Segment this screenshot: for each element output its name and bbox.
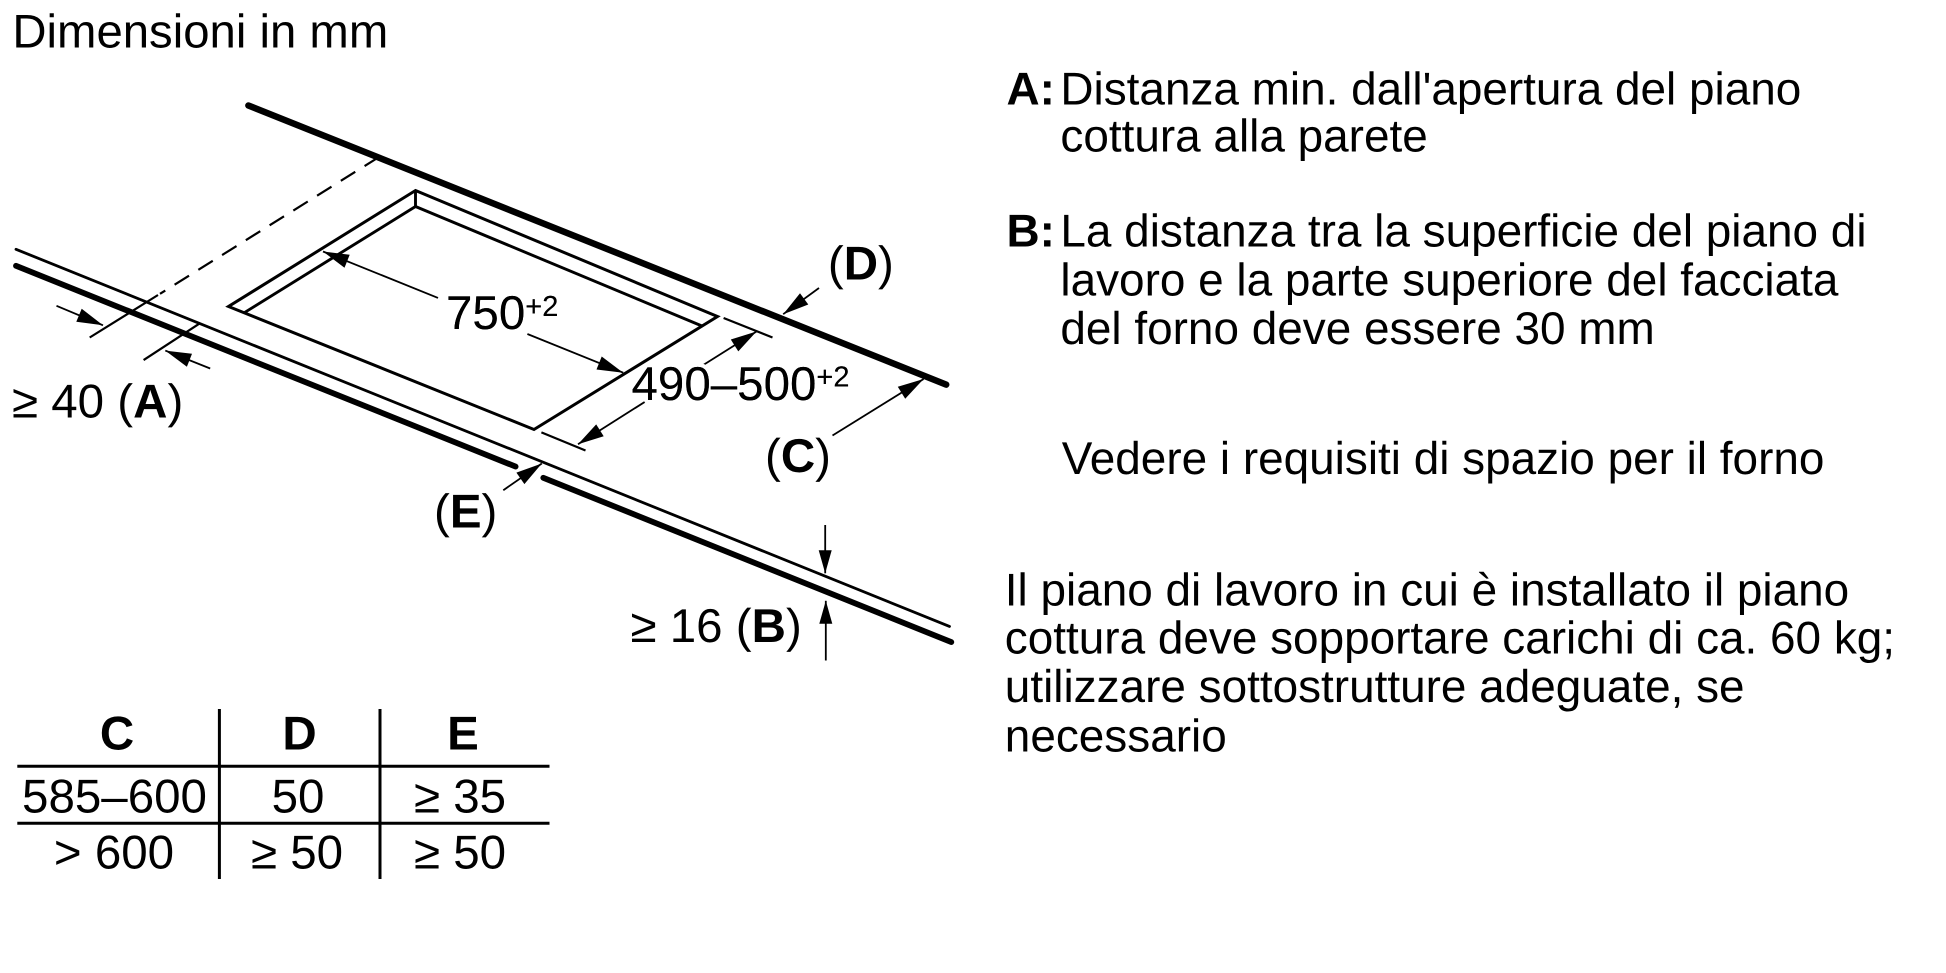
svg-text:E: E [447,708,479,761]
svg-text:cottura deve sopportare carich: cottura deve sopportare carichi di ca. 6… [1005,612,1895,664]
svg-text:Dimensioni in mm: Dimensioni in mm [12,6,388,59]
svg-text:Il piano di lavoro in cui è in: Il piano di lavoro in cui è installato i… [1005,563,1849,615]
svg-text:del forno deve essere 30 mm: del forno deve essere 30 mm [1060,302,1654,354]
svg-text:≥ 40 (A): ≥ 40 (A) [12,376,183,429]
svg-text:utilizzare sottostrutture adeg: utilizzare sottostrutture adeguate, se [1005,660,1745,712]
svg-text:cottura alla parete: cottura alla parete [1060,110,1427,162]
svg-text:50: 50 [272,771,325,824]
svg-text:(C): (C) [765,430,831,483]
svg-text:Vedere i requisiti di spazio p: Vedere i requisiti di spazio per il forn… [1062,432,1825,484]
svg-text:≥ 35: ≥ 35 [414,771,506,824]
svg-text:A:: A: [1007,63,1055,115]
svg-text:necessario: necessario [1005,709,1227,761]
svg-text:(E): (E) [434,486,497,539]
svg-text:585–600: 585–600 [22,771,207,824]
svg-text:B:: B: [1007,205,1055,257]
svg-text:≥ 50: ≥ 50 [251,827,343,880]
svg-text:490–500+2: 490–500+2 [632,358,850,411]
svg-text:(D): (D) [828,238,894,291]
svg-text:D: D [282,708,316,761]
svg-text:> 600: > 600 [54,827,174,880]
svg-text:Distanza min. dall'apertura de: Distanza min. dall'apertura del piano [1060,63,1801,115]
svg-text:≥ 50: ≥ 50 [414,827,506,880]
svg-text:C: C [100,708,134,761]
svg-text:La distanza tra la superficie: La distanza tra la superficie del piano … [1060,205,1866,257]
svg-text:≥ 16 (B): ≥ 16 (B) [631,600,802,653]
svg-text:lavoro e la parte superiore de: lavoro e la parte superiore del facciata [1060,253,1839,305]
svg-text:490–500+2: 490–500+2 [632,358,850,411]
